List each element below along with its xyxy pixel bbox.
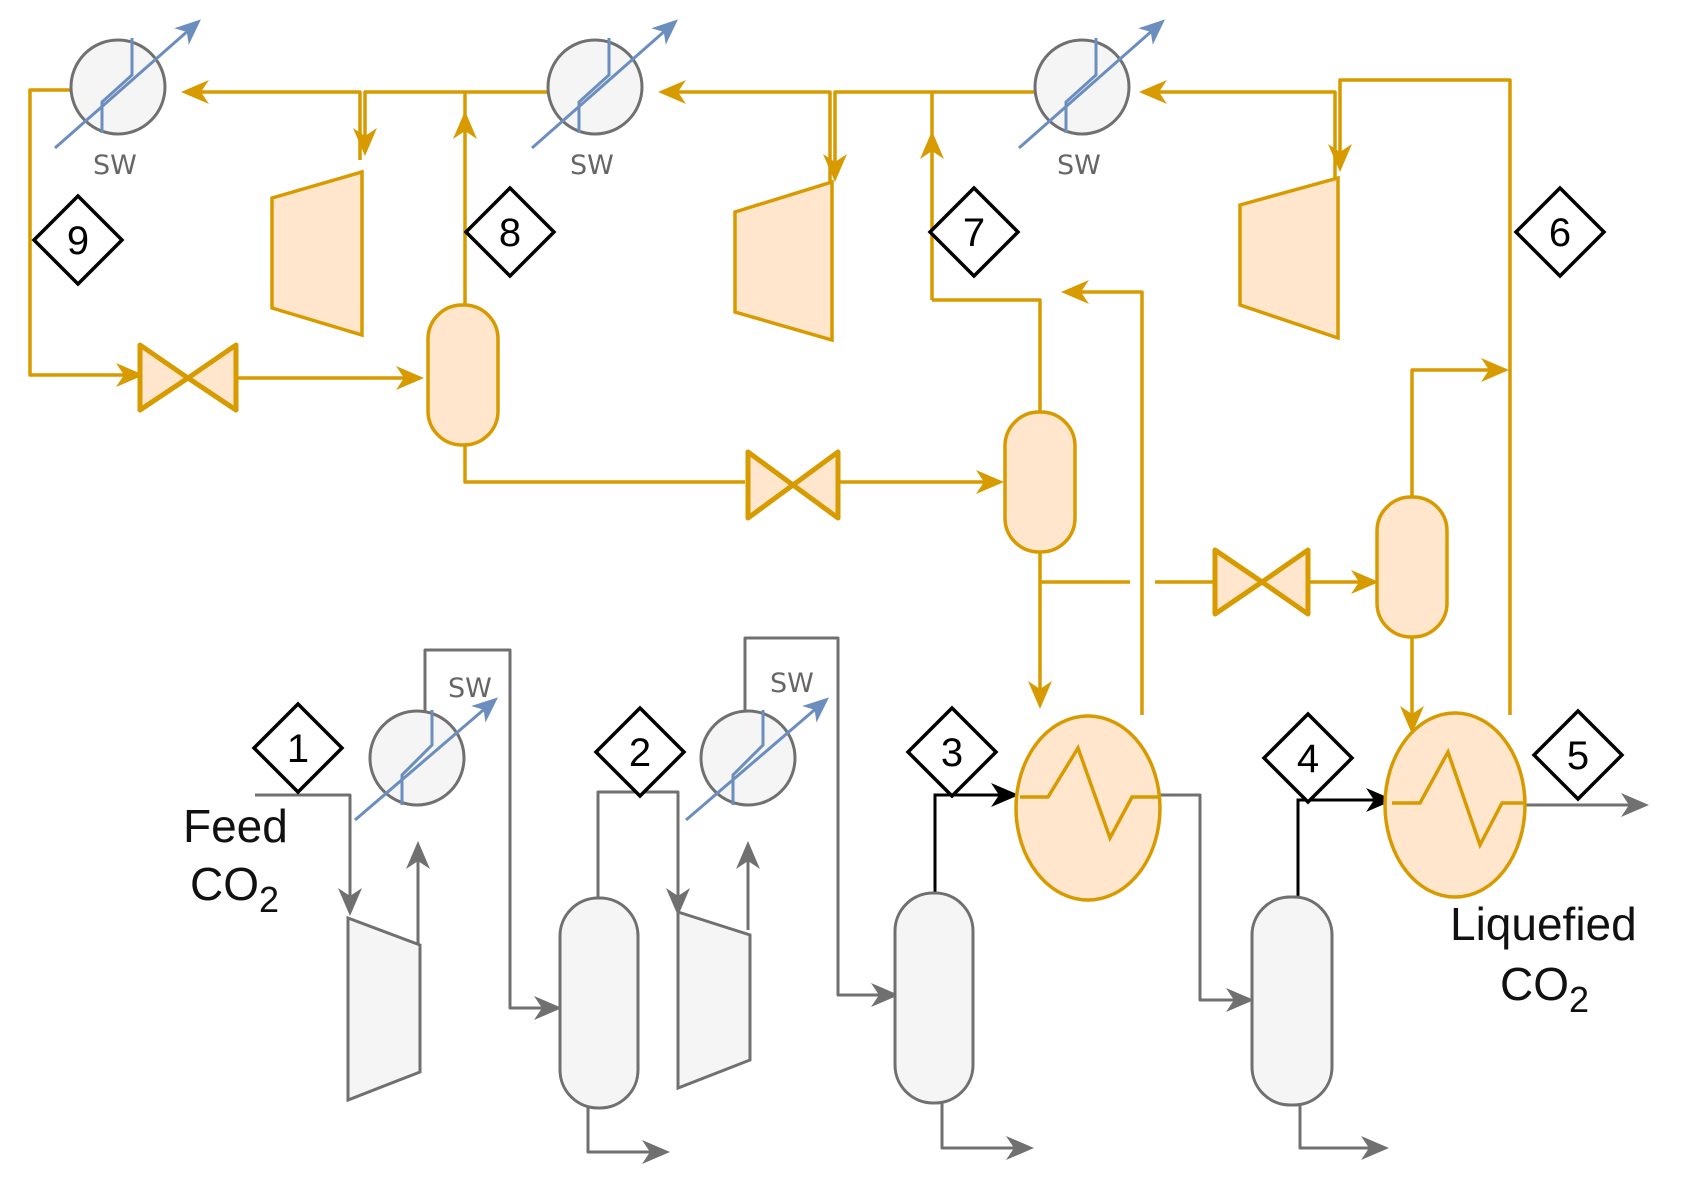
product-subscript: 2 xyxy=(1569,979,1589,1020)
seawater-cooler-icon: SW xyxy=(54,19,202,181)
stream-marker-5: 5 xyxy=(1531,708,1625,802)
seawater-cooler-icon: SW xyxy=(1018,19,1166,181)
stream-marker-9: 9 xyxy=(31,193,125,287)
stream-marker-icon xyxy=(1513,185,1607,279)
stream-marker-icon xyxy=(1261,711,1355,805)
compressor-icon xyxy=(270,169,364,338)
stream-marker-icon xyxy=(905,705,999,799)
stream-marker-7: 7 xyxy=(927,185,1021,279)
stream-marker-4: 4 xyxy=(1261,711,1355,805)
stream-number: 9 xyxy=(67,219,89,263)
feed-co2-label: CO2 xyxy=(190,858,279,920)
seawater-cooler-icon: SW xyxy=(354,673,499,822)
stream-marker-8: 8 xyxy=(463,185,557,279)
stream-marker-2: 2 xyxy=(593,705,687,799)
stream-marker-icon xyxy=(927,185,1021,279)
feed-subscript: 2 xyxy=(259,879,279,920)
flash-drum-icon xyxy=(893,891,975,1105)
feed-label: Feed xyxy=(183,800,288,852)
compressor-icon xyxy=(346,915,422,1103)
feed-co-text: CO xyxy=(190,858,259,910)
compressor-icon xyxy=(1238,175,1340,341)
seawater-label: SW xyxy=(770,668,814,699)
stream-number: 6 xyxy=(1549,211,1571,255)
seawater-label: SW xyxy=(1057,150,1101,181)
flash-drum-icon xyxy=(1375,495,1449,639)
stream-marker-icon xyxy=(593,705,687,799)
valve-icon xyxy=(745,449,841,521)
valve-icon xyxy=(1212,547,1311,617)
seawater-cooler-icon: SW xyxy=(685,668,830,822)
stream-number: 8 xyxy=(499,211,521,255)
seawater-cooler-icon: SW xyxy=(531,19,679,181)
stream-number: 5 xyxy=(1567,734,1589,778)
seawater-label: SW xyxy=(93,150,137,181)
stream-number: 4 xyxy=(1297,737,1319,781)
seawater-label: SW xyxy=(570,150,614,181)
stream-number: 3 xyxy=(941,731,963,775)
heat-exchanger-inlets xyxy=(933,783,1394,898)
valve-icon xyxy=(137,342,239,413)
product-co-text: CO xyxy=(1500,958,1569,1010)
stream-number: 1 xyxy=(287,727,309,771)
heat-exchanger-icon xyxy=(1014,714,1162,902)
stream-marker-6: 6 xyxy=(1513,185,1607,279)
seawater-label: SW xyxy=(448,673,492,704)
liquefied-label: Liquefied xyxy=(1450,898,1637,950)
flash-drum-icon xyxy=(558,896,640,1110)
stream-marker-icon xyxy=(463,185,557,279)
flash-drum-icon xyxy=(426,303,500,447)
stream-marker-icon xyxy=(251,701,345,795)
stream-marker-icon xyxy=(1531,708,1625,802)
stream-markers: 1 2 3 4 5 6 7 8 9 xyxy=(31,185,1625,805)
compressor-icon xyxy=(733,179,834,343)
heat-exchanger-icon xyxy=(1383,711,1527,899)
compressor-icon xyxy=(676,909,752,1091)
stream-marker-3: 3 xyxy=(905,705,999,799)
stream-marker-1: 1 xyxy=(251,701,345,795)
refrigerant-lines xyxy=(28,78,1512,734)
liquefied-co2-label: CO2 xyxy=(1500,958,1589,1020)
flash-drum-icon xyxy=(1250,895,1334,1107)
flash-drum-icon xyxy=(1003,410,1077,554)
stream-marker-icon xyxy=(31,193,125,287)
stream-number: 2 xyxy=(629,731,651,775)
stream-number: 7 xyxy=(963,211,985,255)
